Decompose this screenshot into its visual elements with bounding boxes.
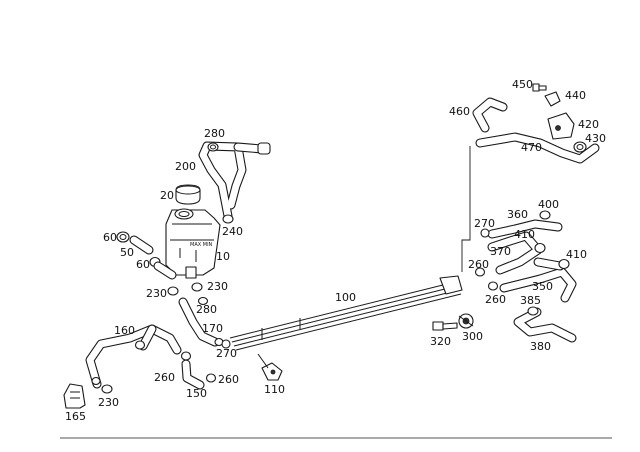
label-260-left: 260	[154, 371, 175, 384]
label-100: 100	[335, 291, 356, 304]
cap-20	[175, 184, 201, 205]
label-150: 150	[186, 387, 207, 400]
label-50: 50	[120, 246, 134, 259]
hose-460	[472, 97, 508, 133]
clamp-240	[222, 214, 234, 224]
pipe-100	[229, 281, 462, 351]
label-110: 110	[264, 383, 285, 396]
label-320: 320	[430, 335, 451, 348]
label-10: 10	[216, 250, 230, 263]
label-470: 470	[521, 141, 542, 154]
label-280-top: 280	[204, 127, 225, 140]
label-230-mid: 230	[146, 287, 167, 300]
label-360: 360	[507, 208, 528, 221]
clamp-230-tank	[167, 282, 203, 296]
hose-360	[487, 219, 563, 239]
clamp-260-right-a	[474, 267, 486, 277]
label-350: 350	[532, 280, 553, 293]
label-270-left: 270	[216, 347, 237, 360]
tank-level-marking: MAX MIN	[190, 242, 213, 248]
tank-outlet	[153, 261, 177, 280]
clamp-230-lower	[91, 376, 113, 394]
bracket-110	[257, 353, 283, 381]
clamp-280-upper	[207, 142, 219, 152]
label-200: 200	[175, 160, 196, 173]
clamp-270-left	[221, 339, 231, 349]
hose-160	[85, 324, 182, 389]
label-410-lower: 410	[566, 248, 587, 261]
label-410-upper: 410	[514, 228, 535, 241]
label-170: 170	[202, 322, 223, 335]
label-60-right: 60	[136, 258, 150, 271]
label-20: 20	[160, 189, 174, 202]
label-300: 300	[462, 330, 483, 343]
label-430: 430	[585, 132, 606, 145]
expansion-tank-10: MAX MIN	[165, 208, 221, 279]
bracket-165	[63, 383, 86, 409]
hose-380	[513, 307, 577, 343]
clamp-260-bottom	[205, 373, 217, 383]
label-165: 165	[65, 410, 86, 423]
clamp-260-right-b	[487, 281, 499, 291]
hose-350	[499, 257, 577, 303]
clamp-260-left	[180, 351, 192, 361]
label-230-bottom: 230	[98, 396, 119, 409]
label-260-bottom: 260	[218, 373, 239, 386]
label-450: 450	[512, 78, 533, 91]
hose-470	[475, 132, 600, 164]
label-230-tank: 230	[207, 280, 228, 293]
label-400: 400	[538, 198, 559, 211]
reference-line	[461, 146, 471, 272]
label-160: 160	[114, 324, 135, 337]
clamp-270-right	[480, 228, 490, 238]
bolt-320	[432, 321, 458, 331]
hose-150	[181, 359, 205, 390]
clamp-280-lower	[197, 296, 209, 306]
label-385: 385	[520, 294, 541, 307]
clamp-400	[539, 210, 551, 220]
label-60-left: 60	[103, 231, 117, 244]
clip-300	[458, 313, 474, 329]
label-270-right: 270	[474, 217, 495, 230]
valve-420	[547, 112, 575, 140]
label-260-right-b: 260	[485, 293, 506, 306]
bolt-450	[532, 83, 547, 92]
label-240: 240	[222, 225, 243, 238]
hose-200	[198, 141, 271, 221]
clamp-60-left	[116, 231, 130, 243]
bracket-440	[544, 91, 561, 107]
label-380: 380	[530, 340, 551, 353]
label-260-right-a: 260	[468, 258, 489, 271]
pipe-connector-right	[439, 275, 463, 295]
label-440: 440	[565, 89, 586, 102]
label-420: 420	[578, 118, 599, 131]
label-370: 370	[490, 245, 511, 258]
clamp-410-upper	[534, 242, 546, 254]
hose-370	[487, 231, 543, 275]
label-460: 460	[449, 105, 470, 118]
clamp-410-lower	[558, 258, 570, 270]
label-280-lower: 280	[196, 303, 217, 316]
hose-50	[129, 235, 154, 255]
part-labels: 10 20 50 60 60 100 110 150 160 165 170 2…	[65, 78, 606, 423]
clamp-430	[573, 141, 587, 153]
clamp-385	[527, 306, 539, 316]
